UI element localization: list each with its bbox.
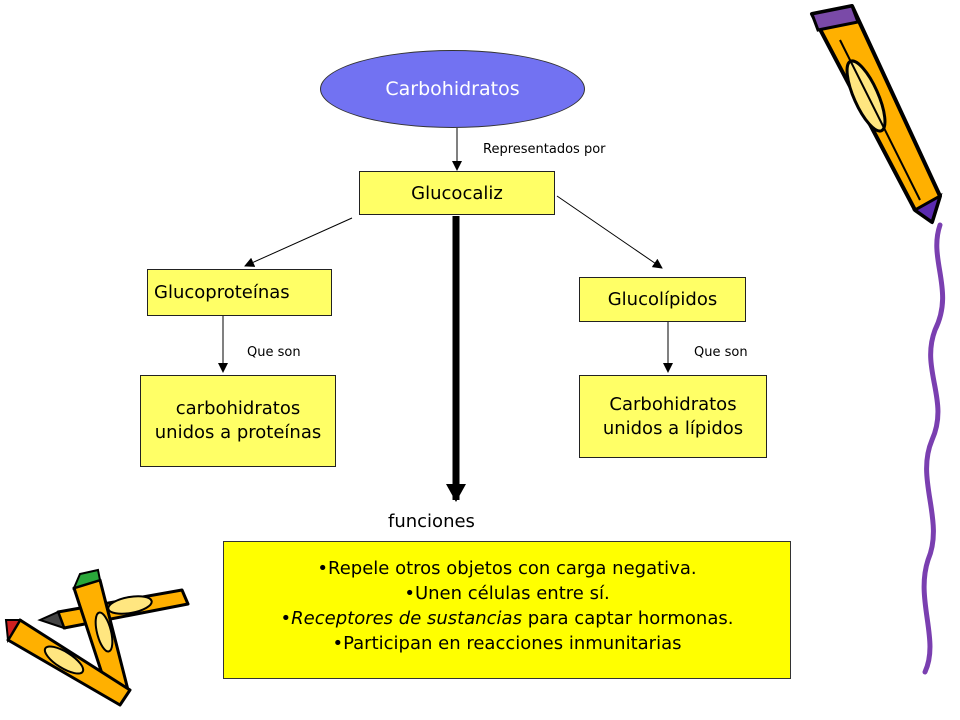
function-item: •Repele otros objetos con carga negativa…	[317, 558, 697, 579]
represented-by-label: Representados por	[483, 142, 606, 157]
arrow-center-to-right	[556, 195, 663, 269]
glucocaliz-label: Glucocaliz	[411, 182, 503, 204]
glucolipidos-box: Glucolípidos	[579, 277, 746, 322]
wavy-line-icon	[921, 222, 946, 675]
right-que-son-label: Que son	[694, 345, 748, 360]
glucoproteinas-detail-box: carbohidratos unidos a proteínas	[140, 375, 336, 467]
right-detail-line-1: Carbohidratos	[609, 393, 737, 415]
glucoproteinas-label: Glucoproteínas	[154, 282, 290, 303]
carbohidratos-oval: Carbohidratos	[320, 50, 585, 128]
functions-box: •Repele otros objetos con carga negativa…	[223, 541, 791, 679]
pencil-icon	[809, 4, 943, 225]
functions-title: funciones	[388, 511, 475, 532]
glucolipidos-detail-box: Carbohidratos unidos a lípidos	[579, 375, 767, 458]
function-item: •Participan en reacciones inmunitarias	[332, 633, 682, 654]
left-que-son-label: Que son	[247, 345, 301, 360]
glucocaliz-box: Glucocaliz	[359, 171, 555, 215]
function-item: •Receptores de sustancias para captar ho…	[280, 608, 734, 629]
arrow-center-to-left	[244, 217, 353, 267]
left-detail-line-1: carbohidratos	[175, 398, 301, 419]
left-detail-line-2: unidos a proteínas	[154, 422, 322, 443]
glucoproteinas-box: Glucoproteínas	[147, 269, 332, 316]
crossed-pencils-icon	[4, 568, 190, 707]
right-detail-line-2: unidos a lípidos	[602, 417, 744, 439]
function-item: •Unen células entre sí.	[404, 583, 610, 604]
glucolipidos-label: Glucolípidos	[607, 289, 718, 310]
carbohidratos-label: Carbohidratos	[385, 78, 520, 100]
